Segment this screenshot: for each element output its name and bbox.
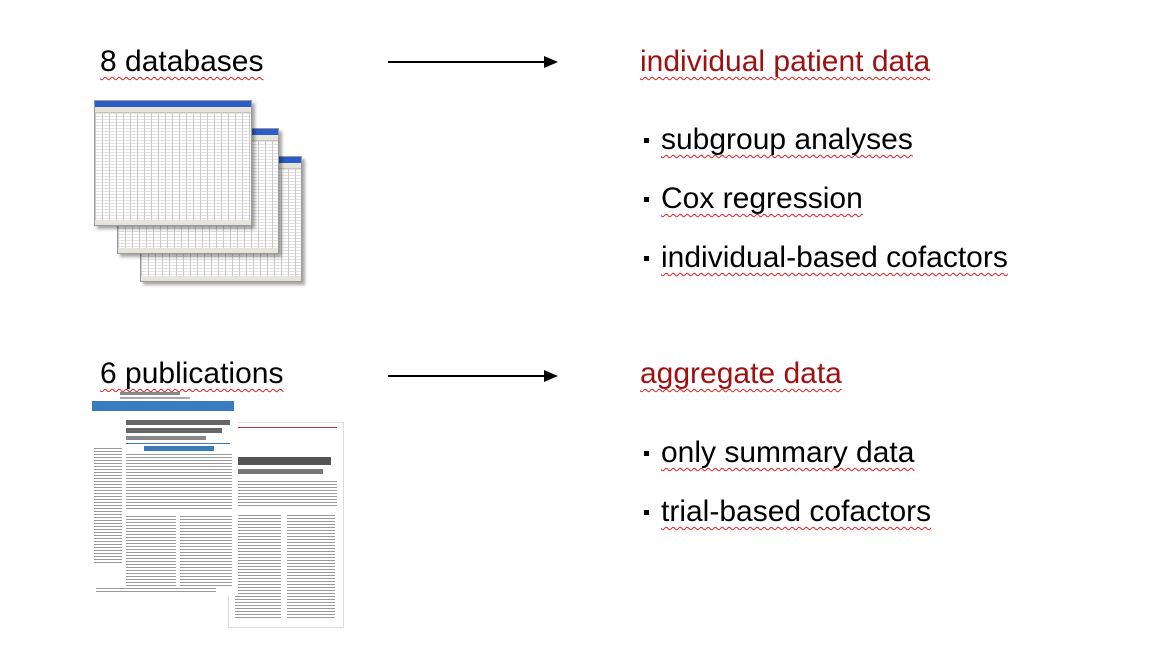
bullet-item: Cox regression (640, 181, 1008, 217)
bullet-list-1: subgroup analyses Cox regression individ… (640, 122, 1008, 276)
bullet-item: individual-based cofactors (640, 240, 1008, 276)
bullet-item: only summary data (640, 435, 931, 471)
bullet-icon (644, 196, 649, 202)
bullet-text: trial-based cofactors (661, 495, 932, 528)
arrow-2 (388, 369, 558, 383)
bullet-icon (644, 509, 649, 515)
arrow-1 (388, 55, 558, 69)
databases-label: 8 databases (100, 45, 264, 78)
bullet-item: subgroup analyses (640, 122, 1008, 158)
bullet-icon (644, 137, 649, 143)
bullet-list-2: only summary data trial-based cofactors (640, 435, 931, 530)
bullet-text: Cox regression (661, 182, 863, 215)
spreadsheet-stack (92, 98, 302, 284)
publication-stack (92, 392, 344, 628)
individual-patient-data-label: individual patient data (640, 45, 931, 78)
bullet-icon (644, 450, 649, 456)
bullet-text: subgroup analyses (661, 123, 913, 156)
publication-thumbnail (92, 392, 238, 596)
bullet-icon (644, 255, 649, 261)
bullet-text: individual-based cofactors (661, 241, 1008, 274)
publication-thumbnail (228, 422, 344, 628)
publications-label: 6 publications (100, 357, 284, 390)
aggregate-data-label: aggregate data (640, 357, 842, 390)
bullet-text: only summary data (661, 436, 915, 469)
spreadsheet-thumbnail (94, 100, 252, 226)
bullet-item: trial-based cofactors (640, 494, 931, 530)
